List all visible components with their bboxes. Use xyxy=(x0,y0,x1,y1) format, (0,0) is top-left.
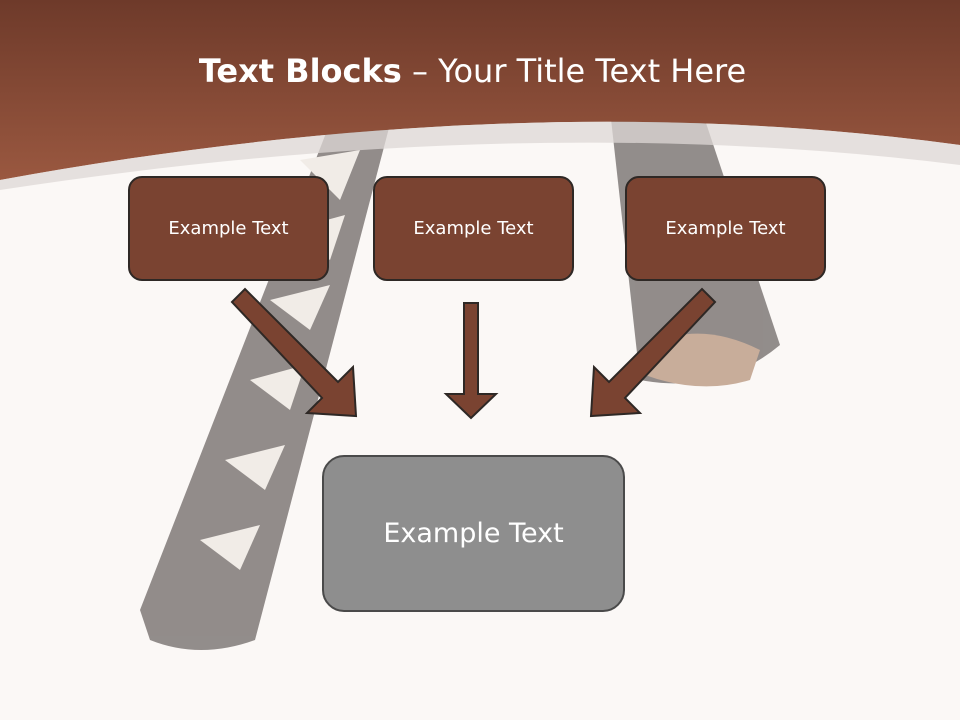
title-bold-part: Text Blocks xyxy=(198,52,402,90)
header-swoosh xyxy=(0,121,960,190)
slide-title: Text Blocks – Your Title Text Here xyxy=(0,52,945,90)
title-dash: – xyxy=(411,52,428,90)
text-block-bottom[interactable]: Example Text xyxy=(322,455,625,612)
text-block-right[interactable]: Example Text xyxy=(625,176,826,281)
text-block-middle[interactable]: Example Text xyxy=(373,176,574,281)
header-band xyxy=(0,0,960,180)
title-rest: Your Title Text Here xyxy=(438,52,747,90)
text-block-left[interactable]: Example Text xyxy=(128,176,329,281)
